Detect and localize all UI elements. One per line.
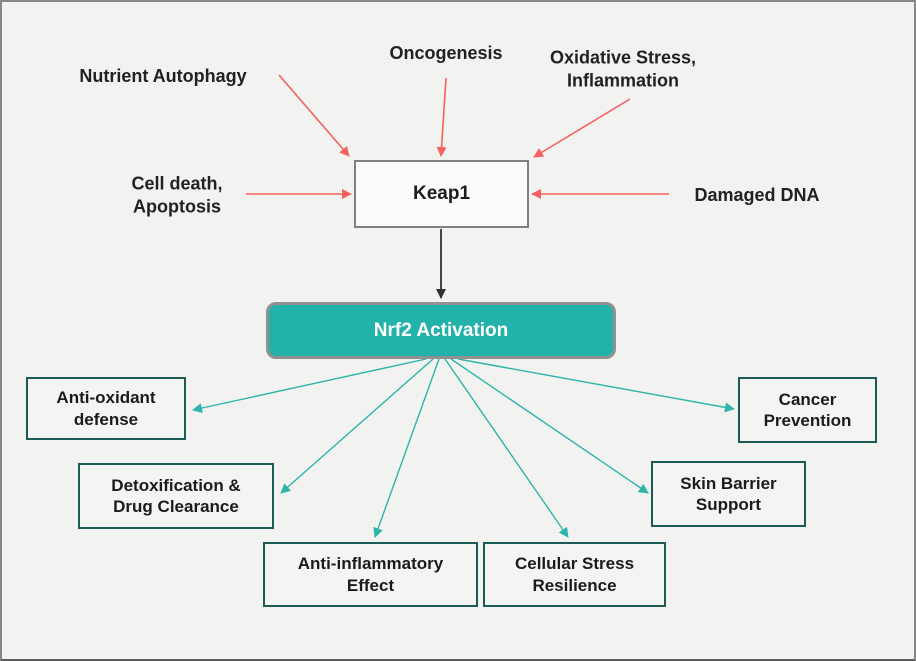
arrow-oxidative-stress-to-keap1: [533, 98, 631, 158]
outcome-label: Cancer Prevention: [763, 389, 852, 430]
arrow-nrf2-to-antioxidant-defense: [192, 358, 427, 413]
outcome-node-cellular-stress-resilience: Cellular Stress Resilience: [483, 542, 666, 607]
label-oxidative-stress-inflammation: Oxidative Stress, Inflammation: [549, 47, 697, 91]
label-cell-death-apoptosis: Cell death, Apoptosis: [131, 173, 223, 217]
keap1-node: Keap1: [354, 160, 529, 228]
outcome-node-anti-inflammatory-effect: Anti-inflammatory Effect: [263, 542, 478, 607]
outcome-label: Anti-inflammatory Effect: [297, 554, 444, 595]
outcome-node-skin-barrier-support: Skin Barrier Support: [651, 461, 806, 527]
outcome-label: Anti-oxidant defense: [56, 388, 156, 429]
keap1-node-label: Keap1: [412, 183, 471, 205]
outcome-node-antioxidant-defense: Anti-oxidant defense: [26, 377, 186, 440]
label-nutrient-autophagy: Nutrient Autophagy: [79, 65, 247, 86]
arrow-nrf2-to-skin-barrier: [450, 358, 649, 494]
arrow-nrf2-to-cancer-prevention: [457, 358, 735, 413]
label-oncogenesis: Oncogenesis: [389, 42, 503, 63]
label-damaged-dna: Damaged DNA: [694, 184, 820, 205]
arrow-nrf2-to-detoxification: [280, 358, 434, 494]
outcome-node-detoxification-drug-clearance: Detoxification & Drug Clearance: [78, 463, 274, 529]
outcome-node-cancer-prevention: Cancer Prevention: [738, 377, 877, 443]
arrow-nrf2-to-anti-inflammatory: [373, 358, 440, 538]
outcome-label: Skin Barrier Support: [680, 473, 777, 514]
outcome-label: Cellular Stress Resilience: [514, 554, 635, 595]
arrow-nrf2-to-cellular-stress: [444, 358, 569, 538]
arrow-nutrient-autophagy-to-keap1: [278, 74, 350, 157]
outcome-label: Detoxification & Drug Clearance: [111, 475, 241, 516]
nrf2-activation-node-label: Nrf2 Activation: [373, 319, 509, 341]
arrow-oncogenesis-to-keap1: [436, 77, 447, 157]
nrf2-activation-node: Nrf2 Activation: [266, 302, 616, 359]
